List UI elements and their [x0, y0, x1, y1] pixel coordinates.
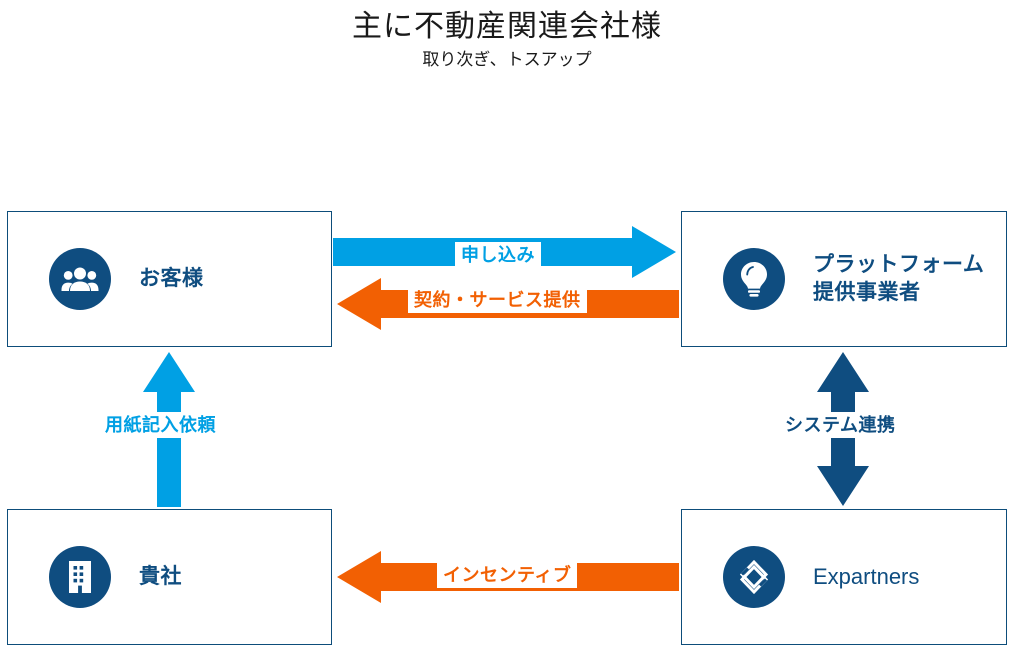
arrow-label-application: 申し込み [455, 242, 541, 268]
expartners-logo-icon [723, 546, 785, 608]
node-box-customer[interactable]: お客様 [7, 211, 332, 347]
node-box-your-company[interactable]: 貴社 [7, 509, 332, 645]
arrow-label-contract-service: 契約・サービス提供 [408, 287, 587, 313]
node-label-expartners: Expartners [813, 564, 920, 589]
building-icon [49, 546, 111, 608]
people-group-icon [49, 248, 111, 310]
page-title: 主に不動産関連会社様 [352, 10, 662, 43]
page-subtitle: 取り次ぎ、トスアップ [422, 50, 592, 69]
node-label-customer: お客様 [139, 267, 204, 290]
arrow-label-system-link: システム連携 [779, 412, 902, 438]
arrow-label-incentive: インセンティブ [437, 562, 578, 588]
node-label-platform: プラットフォーム 提供事業者 [813, 253, 985, 304]
lightbulb-icon [723, 248, 785, 310]
node-box-expartners[interactable]: Expartners [681, 509, 1007, 645]
node-label-your-company: 貴社 [139, 565, 182, 588]
arrow-label-paper-request: 用紙記入依頼 [99, 412, 222, 438]
title-block: 主に不動産関連会社様 取り次ぎ、トスアップ [0, 8, 1014, 72]
node-box-platform[interactable]: プラットフォーム 提供事業者 [681, 211, 1007, 347]
